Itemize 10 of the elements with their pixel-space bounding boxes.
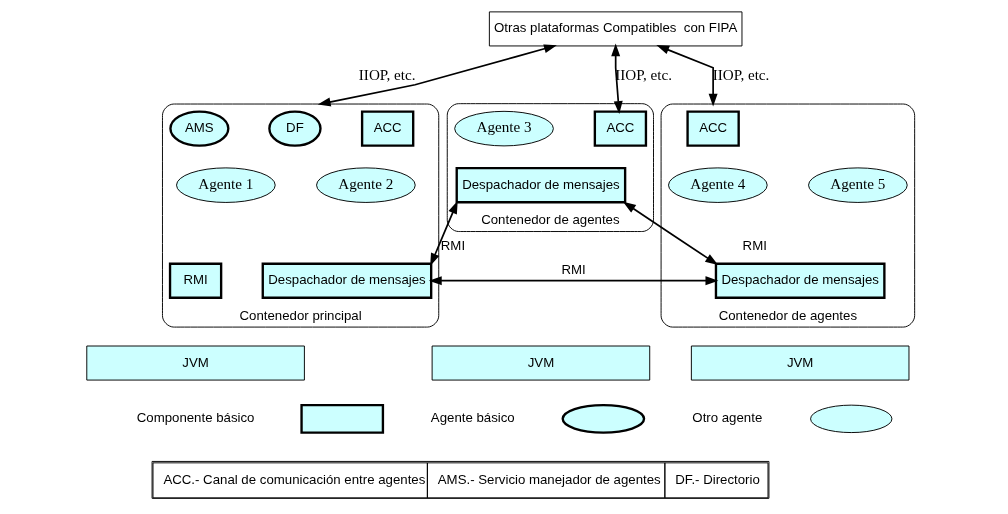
label: ACC.- Canal de comunicación entre agentes [162,471,425,487]
edge-label: IIOP, etc. [358,66,416,83]
edge-label: RMI [742,237,767,253]
legend-label: Componente básico [136,410,254,426]
label: DF.- Directorio [674,471,760,487]
edge-label: RMI [440,237,465,253]
legend-label: Agente básico [430,410,515,426]
edge-label: RMI [560,262,586,278]
label: AMS.- Servicio manejador de agentes [437,471,661,487]
legend-label: Otro agente [691,410,762,426]
